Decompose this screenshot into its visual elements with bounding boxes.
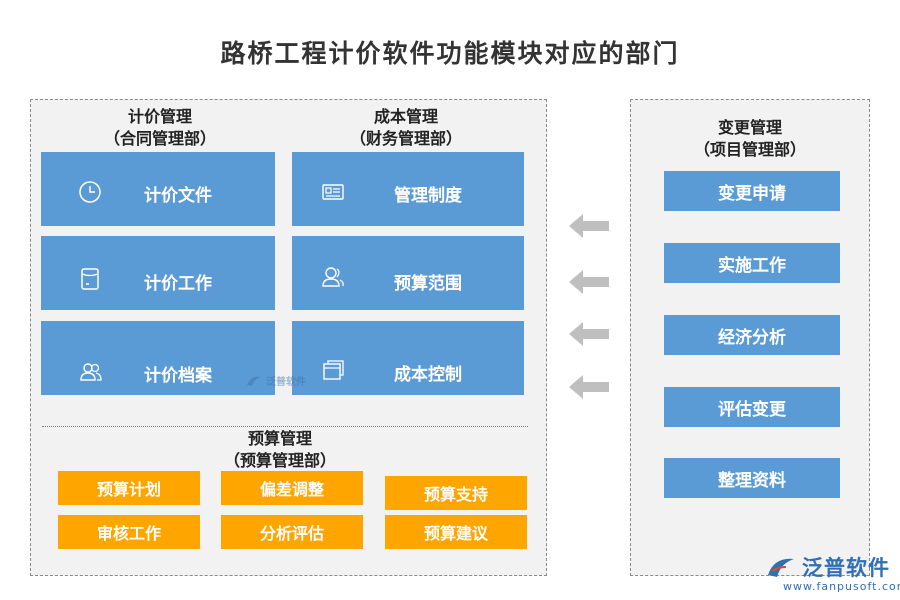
left-arrow-icon bbox=[568, 373, 610, 401]
cost-heading-dept: （财务管理部） bbox=[349, 129, 462, 148]
change-item: 评估变更 bbox=[664, 387, 840, 427]
cost-card-label: 管理制度 bbox=[394, 186, 462, 206]
cost-heading-title: 成本管理 bbox=[373, 107, 438, 126]
budget-heading: 预算管理 （预算管理部） bbox=[210, 428, 350, 472]
cost-card-control: 成本控制 bbox=[292, 321, 524, 395]
change-heading-dept: （项目管理部） bbox=[693, 140, 806, 159]
pricing-card-label: 计价文件 bbox=[144, 186, 212, 206]
document-icon bbox=[77, 266, 103, 292]
budget-item: 分析评估 bbox=[221, 515, 363, 549]
change-item: 变更申请 bbox=[664, 171, 840, 211]
budget-item: 预算支持 bbox=[385, 476, 527, 510]
user-icon bbox=[320, 264, 346, 290]
pricing-heading-title: 计价管理 bbox=[127, 107, 192, 126]
windows-icon bbox=[320, 357, 346, 383]
left-arrow-icon bbox=[568, 212, 610, 240]
id-card-icon bbox=[320, 179, 346, 205]
clock-icon bbox=[77, 179, 103, 205]
pricing-card-work: 计价工作 bbox=[41, 236, 275, 310]
brand-name: 泛普软件 bbox=[802, 556, 890, 580]
budget-heading-title: 预算管理 bbox=[247, 429, 312, 448]
pricing-card-archive: 计价档案 bbox=[41, 321, 275, 395]
budget-item: 偏差调整 bbox=[221, 471, 363, 505]
watermark-logo-icon bbox=[247, 376, 261, 386]
pricing-card-label: 计价档案 bbox=[144, 366, 212, 386]
budget-item: 预算计划 bbox=[58, 471, 200, 505]
watermark: 泛普软件 bbox=[245, 373, 306, 388]
divider bbox=[42, 426, 528, 427]
users-icon bbox=[78, 359, 104, 385]
cost-card-label: 预算范围 bbox=[394, 274, 462, 294]
change-heading-title: 变更管理 bbox=[717, 118, 782, 137]
cost-card-range: 预算范围 bbox=[292, 236, 524, 310]
change-item: 整理资料 bbox=[664, 458, 840, 498]
brand-logo: 泛普软件 bbox=[766, 552, 890, 582]
pricing-heading-dept: （合同管理部） bbox=[103, 129, 216, 148]
budget-item: 审核工作 bbox=[58, 515, 200, 549]
watermark-text: 泛普软件 bbox=[266, 377, 306, 388]
change-item: 实施工作 bbox=[664, 243, 840, 283]
pricing-heading: 计价管理 （合同管理部） bbox=[90, 106, 230, 150]
brand-url: www.fanpusoft.com bbox=[783, 580, 900, 593]
budget-heading-dept: （预算管理部） bbox=[223, 451, 336, 470]
left-arrow-icon bbox=[568, 320, 610, 348]
cost-heading: 成本管理 （财务管理部） bbox=[336, 106, 476, 150]
change-item: 经济分析 bbox=[664, 315, 840, 355]
cost-card-system: 管理制度 bbox=[292, 152, 524, 226]
budget-item: 预算建议 bbox=[385, 515, 527, 549]
change-heading: 变更管理 （项目管理部） bbox=[680, 117, 820, 161]
brand-logo-icon bbox=[768, 558, 794, 577]
page-title: 路桥工程计价软件功能模块对应的部门 bbox=[220, 39, 680, 68]
pricing-card-label: 计价工作 bbox=[144, 274, 212, 294]
cost-card-label: 成本控制 bbox=[394, 365, 462, 385]
pricing-card-file: 计价文件 bbox=[41, 152, 275, 226]
left-arrow-icon bbox=[568, 268, 610, 296]
